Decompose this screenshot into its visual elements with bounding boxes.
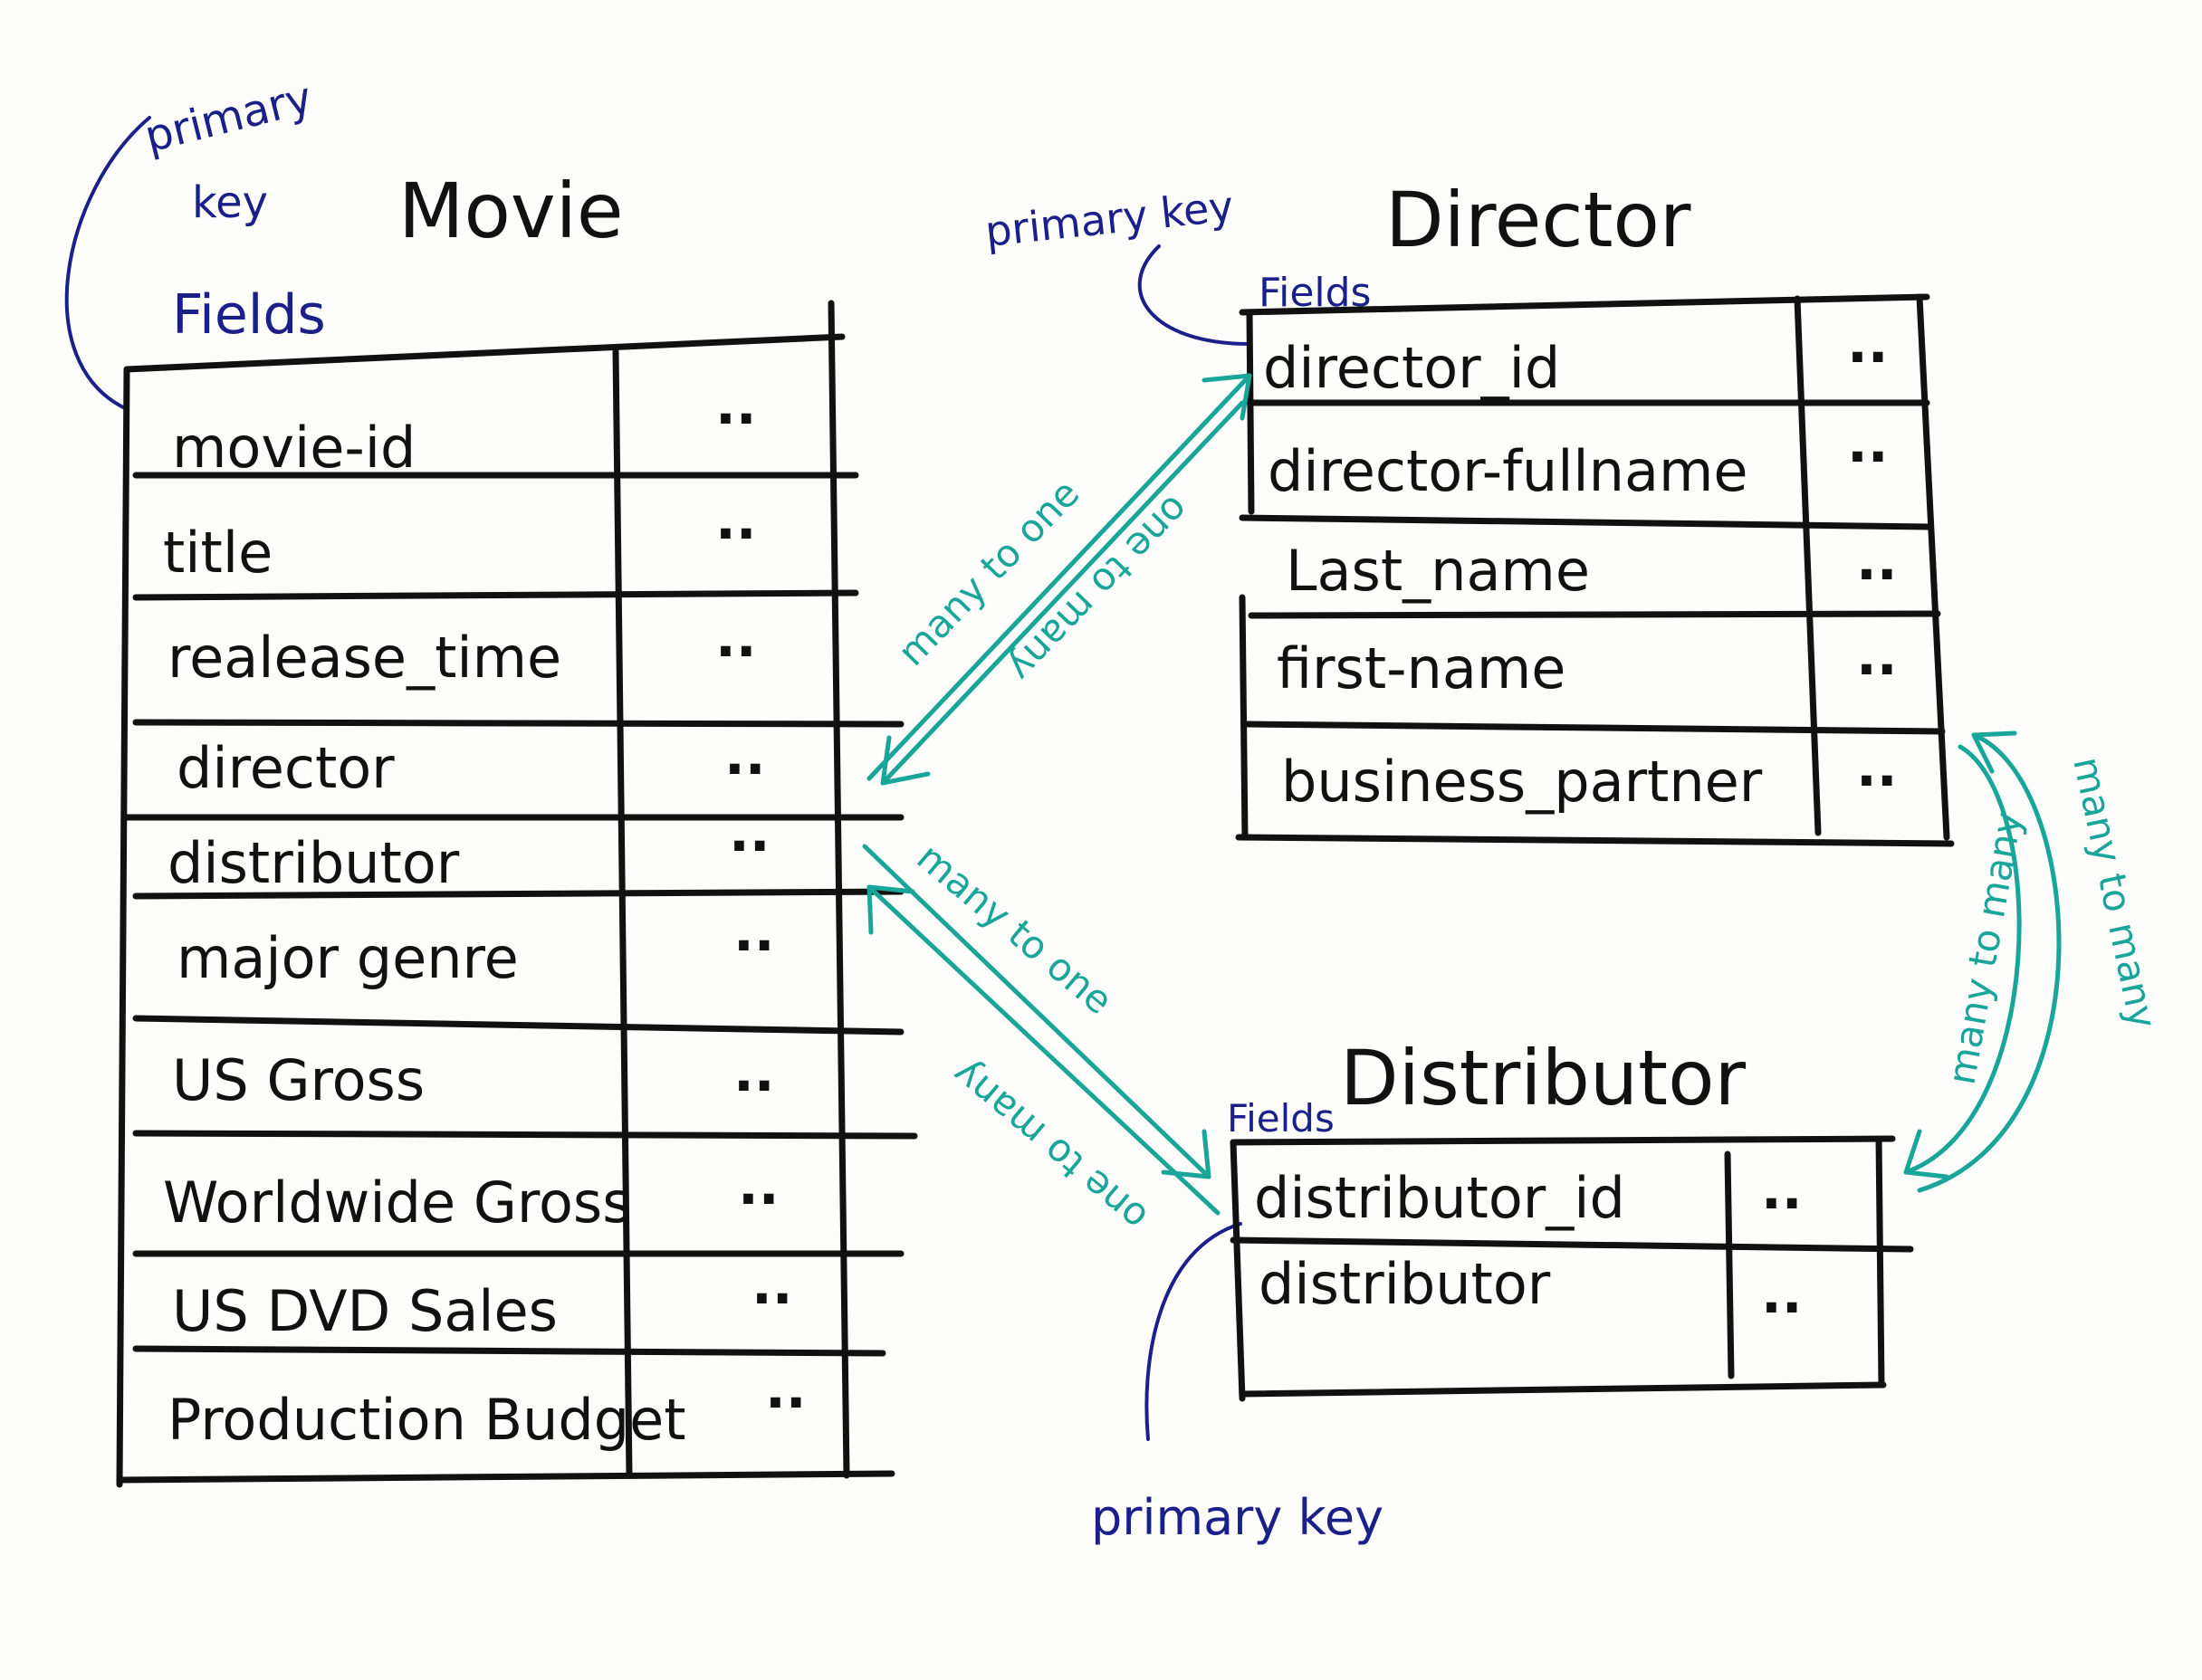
movie-table-bottom <box>116 1470 895 1484</box>
distributor-entity: Distributor Fields primary key distribut… <box>1091 1034 1914 1546</box>
movie-row-line <box>132 719 905 728</box>
movie-field-value: .. <box>715 489 757 552</box>
movie-row-line <box>132 589 859 601</box>
arrowhead <box>1971 730 2017 774</box>
relation-movie-distributor: many to one one to many <box>862 835 1221 1240</box>
distributor-field-value: .. <box>1761 1263 1803 1326</box>
arrowhead <box>866 884 915 935</box>
relation-label-many-to-many: many to many <box>2064 753 2165 1033</box>
movie-field-value: .. <box>752 1254 793 1317</box>
director-entity: Director primary key Fields director_id … <box>983 176 1955 847</box>
movie-field-value: .. <box>738 1154 780 1217</box>
movie-row-line <box>132 1345 886 1357</box>
distributor-table-top <box>1230 1135 1896 1146</box>
director-field-value: .. <box>1847 412 1889 475</box>
distributor-pk-pointer <box>1144 1222 1242 1441</box>
distributor-field-name: distributor_id <box>1254 1165 1625 1231</box>
director-field-name: business_partner <box>1281 749 1763 815</box>
movie-title: Movie <box>398 167 624 255</box>
director-table-left-lower <box>1239 594 1249 841</box>
relation-arrow-director-to-movie <box>880 400 1245 786</box>
movie-row-line <box>132 1130 918 1140</box>
distributor-table-right <box>1875 1135 1885 1389</box>
relation-arrow-director-to-distributor <box>1903 744 2022 1175</box>
director-rows: director_id .. director-fullname .. Last… <box>1263 312 1898 815</box>
distributor-title: Distributor <box>1340 1034 1746 1122</box>
movie-entity: Movie Fields primary key movie-id .. tit… <box>64 72 918 1488</box>
movie-pk-note-line2: key <box>192 177 268 228</box>
movie-pk-pointer <box>64 116 151 411</box>
movie-field-value: .. <box>715 606 757 670</box>
movie-field-name: distributor <box>168 830 460 896</box>
director-field-value: .. <box>1847 312 1889 376</box>
movie-table-divider <box>612 348 633 1479</box>
director-field-name: first-name <box>1277 635 1565 702</box>
relation-arrow-distributor-to-movie <box>866 884 1221 1216</box>
movie-field-name: movie-id <box>172 415 416 481</box>
movie-field-name: director <box>177 735 395 801</box>
distributor-fields-label: Fields <box>1227 1096 1335 1141</box>
movie-pk-note-line1: primary <box>139 72 317 163</box>
relation-label-many-to-one: many to one <box>909 835 1122 1023</box>
director-field-name: director_id <box>1263 335 1560 401</box>
movie-rows: movie-id .. title .. realease_time .. di… <box>163 374 807 1453</box>
movie-field-name: major genre <box>177 925 519 991</box>
movie-field-name: realease_time <box>168 625 561 691</box>
distributor-row-line <box>1230 1236 1914 1253</box>
director-table-divider <box>1794 295 1822 836</box>
movie-table-top <box>123 333 846 373</box>
relation-arrow-movie-to-distributor <box>862 844 1211 1179</box>
relation-label-one-to-many: one to many <box>943 1052 1156 1240</box>
arrowhead <box>1202 373 1252 421</box>
director-table-top <box>1239 293 1930 316</box>
director-title: Director <box>1385 176 1691 264</box>
distributor-table-divider <box>1724 1150 1735 1379</box>
relation-arrow-distributor-to-director <box>1917 732 2062 1193</box>
relation-movie-director: many to one one to many <box>866 373 1252 786</box>
director-field-value: .. <box>1856 530 1898 593</box>
movie-field-value: .. <box>724 724 766 788</box>
director-field-value: .. <box>1856 625 1898 688</box>
movie-field-name: US DVD Sales <box>172 1278 558 1344</box>
director-pk-pointer <box>1137 244 1251 346</box>
movie-field-value: .. <box>729 801 771 864</box>
distributor-pk-note: primary key <box>1091 1489 1383 1546</box>
movie-field-value: .. <box>733 1041 775 1104</box>
distributor-table-left <box>1230 1139 1246 1402</box>
movie-field-value: .. <box>715 374 757 437</box>
movie-field-value: .. <box>733 901 775 964</box>
distributor-table-bottom <box>1239 1381 1887 1398</box>
movie-table-left <box>116 366 130 1488</box>
director-row-line <box>1244 721 1946 735</box>
director-table-left <box>1246 309 1255 515</box>
director-pk-note: primary key <box>983 181 1236 255</box>
director-table-bottom <box>1235 834 1955 847</box>
director-row-line <box>1248 610 1941 619</box>
director-table-right <box>1916 293 1950 841</box>
relation-arrow-movie-to-director <box>866 373 1252 781</box>
movie-field-value: .. <box>765 1358 807 1421</box>
movie-field-name: US Gross <box>172 1047 425 1113</box>
movie-row-line <box>132 888 905 900</box>
movie-fields-label: Fields <box>172 283 326 347</box>
arrowhead <box>1903 1129 1949 1179</box>
distributor-field-name: distributor <box>1259 1251 1551 1317</box>
distributor-rows: distributor_id .. distributor .. <box>1254 1159 1803 1326</box>
director-field-name: Last_name <box>1286 538 1590 604</box>
distributor-field-value: .. <box>1761 1159 1803 1222</box>
movie-field-name: Production Budget <box>168 1387 686 1453</box>
movie-row-line <box>132 1015 905 1036</box>
director-row-line <box>1239 514 1932 530</box>
movie-field-name: title <box>163 520 273 586</box>
arrowhead <box>880 735 931 786</box>
director-field-name: director-fullname <box>1268 438 1747 504</box>
director-field-value: .. <box>1856 736 1898 799</box>
movie-field-name: Worldwide Gross <box>163 1169 632 1236</box>
